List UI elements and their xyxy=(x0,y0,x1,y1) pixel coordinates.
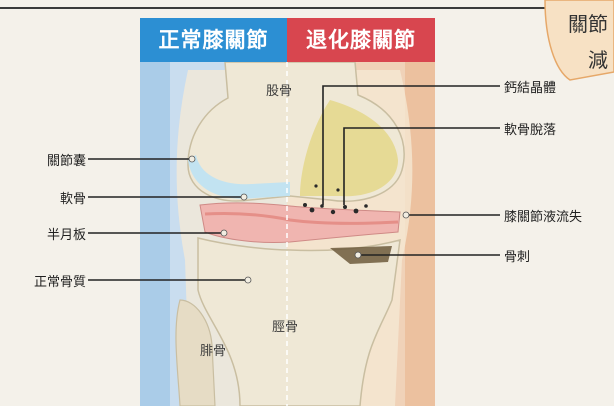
label-calcium-crystals: 鈣結晶體 xyxy=(504,77,556,96)
label-fibula: 腓骨 xyxy=(200,340,226,359)
label-bone-spur: 骨刺 xyxy=(504,246,530,265)
corner-text-line2: 減 xyxy=(588,44,608,73)
label-tibia: 脛骨 xyxy=(272,316,298,335)
label-femur: 股骨 xyxy=(266,80,292,99)
header-normal-knee: 正常膝關節 xyxy=(140,18,287,62)
label-joint-capsule: 關節囊 xyxy=(22,150,86,169)
label-cartilage-loss: 軟骨脫落 xyxy=(504,119,556,138)
label-cartilage: 軟骨 xyxy=(22,188,86,207)
label-normal-bone: 正常骨質 xyxy=(2,271,86,290)
header-degenerated-knee: 退化膝關節 xyxy=(287,18,435,62)
label-synovial-fluid-loss: 膝關節液流失 xyxy=(504,206,582,225)
label-meniscus: 半月板 xyxy=(10,224,86,243)
corner-text-line1: 關節 xyxy=(568,8,608,37)
